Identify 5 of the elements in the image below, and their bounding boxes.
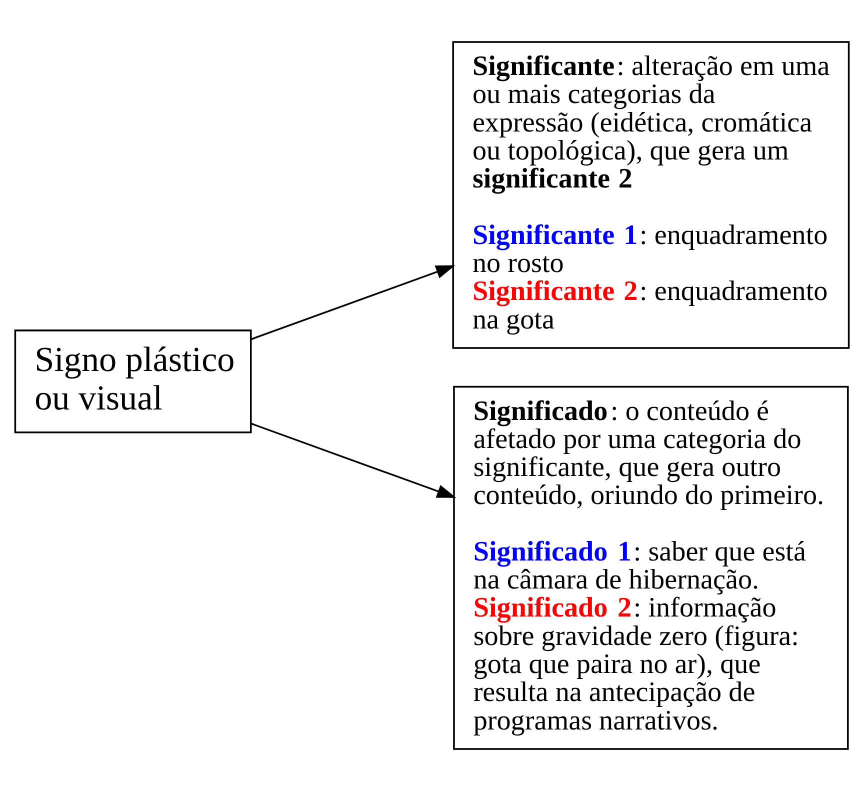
arrow	[250, 422, 456, 498]
arrow	[250, 265, 456, 340]
node-box: Significante: alteração em uma ou mais categorias da expressão (eidética, cromática ou topológica), que gera um significante 2 Significante 1: enquadramento no rosto Significante 2: enquadramento na gota	[452, 41, 850, 349]
node-box: Significado: o conteúdo é afetado por uma categoria do significante, que gera outro conteúdo, oriundo do primeiro. Significado 1: saber que está na câmara de hibernação. Significado 2: informação sobre gravidade zero (figura: gota que paira no ar), que resulta na antecipação de programas narrativos.	[453, 386, 849, 750]
node-box: Signo plástico ou visual	[14, 330, 252, 434]
